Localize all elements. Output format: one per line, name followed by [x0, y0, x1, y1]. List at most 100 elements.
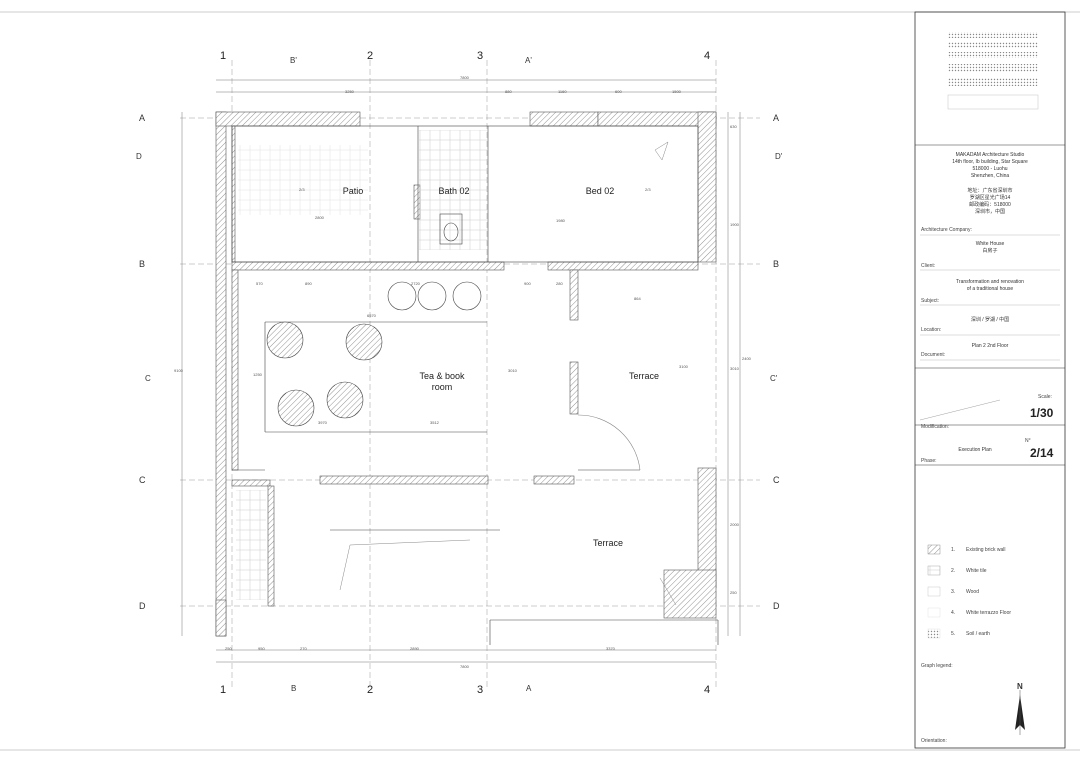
- grid-letter-b-right: B: [773, 259, 780, 269]
- grid-number-1-top: 1: [220, 50, 227, 62]
- legend-swatches: [927, 544, 941, 639]
- room-label-patio: Patio: [342, 186, 364, 196]
- legend-num-1: 1.: [951, 547, 956, 553]
- dim-bottom-seg4: 2890: [410, 646, 419, 651]
- legend-label: Graph legend:: [921, 663, 953, 669]
- bath-tiles: [418, 130, 488, 250]
- client-label: Client:: [921, 263, 936, 269]
- studio-cn-line4: 深圳市，中国: [974, 209, 1005, 215]
- dim-r4: 900: [524, 281, 531, 286]
- legend-num-2: 2.: [951, 568, 956, 574]
- grid-number-3-top: 3: [477, 50, 484, 62]
- title-block-frame: [914, 11, 1066, 749]
- legend-num-3: 3.: [951, 589, 956, 595]
- dim-top-seg5: 1500: [672, 89, 681, 94]
- north-arrow-icon: [1015, 690, 1025, 735]
- legend-num-4: 4.: [951, 610, 956, 616]
- grid-number-1-bottom: 1: [220, 684, 227, 696]
- dim-top-seg3: 1160: [558, 89, 567, 94]
- room-label-terrace-lower: Terrace: [592, 538, 623, 548]
- legend-text-1: Existing brick wall: [966, 547, 1006, 553]
- studio-cn-line3: 邮政编码：518000: [969, 202, 1011, 208]
- subject-label: Subject:: [921, 298, 940, 304]
- modification-label: Modification:: [921, 424, 950, 430]
- tea-room-furniture: [266, 281, 482, 427]
- room-label-tea-line2: room: [431, 382, 453, 392]
- grid-letter-c-left: C: [139, 475, 146, 485]
- dim-left-tea-h: 1250: [253, 372, 262, 377]
- phase-label: Phase:: [921, 458, 937, 464]
- section-marker-d-left: D: [136, 152, 142, 161]
- dim-tea-h: 3010: [508, 368, 517, 373]
- dim-right-1: 630: [730, 124, 737, 129]
- scale-value: 1/30: [1030, 406, 1054, 420]
- subject-value: Transformation and renovation of a tradi…: [925, 279, 1055, 293]
- dim-patio-h: 2/3: [299, 187, 305, 192]
- stairs: [339, 141, 677, 606]
- sheet-number: 2/14: [1030, 446, 1054, 460]
- client-value-line1: White House: [975, 241, 1005, 247]
- location-label: Location:: [921, 327, 942, 333]
- dim-right-2: 1900: [730, 222, 739, 227]
- studio-address: MAKADAM Architecture Studio 14th floor, …: [925, 152, 1055, 180]
- section-marker-a-bottom: A: [526, 684, 532, 693]
- dim-top-seg1: 3250: [345, 89, 354, 94]
- walls: [215, 111, 717, 637]
- dim-tea-w: 6570: [367, 313, 376, 318]
- location-value: 深圳 / 罗湖 / 中国: [970, 317, 1010, 323]
- orientation-label: Orientation:: [921, 738, 947, 744]
- number-label: N°: [1025, 438, 1031, 444]
- dim-r3: 2720: [411, 281, 420, 286]
- bath-fixtures: [439, 213, 463, 245]
- studio-cn-line1: 地址：广东省深圳市: [967, 188, 1013, 194]
- dim-bottom-total: 7800: [460, 664, 469, 669]
- dim-tea-b1: 3970: [318, 420, 327, 425]
- dim-right-6: 250: [730, 590, 737, 595]
- legend-text-4: White terrazzo Floor: [966, 610, 1012, 616]
- dim-patio-w: 2800: [315, 215, 324, 220]
- studio-cn-line2: 罗湖区星光广场14: [969, 195, 1011, 201]
- dim-bottom-seg1: 250: [225, 646, 232, 651]
- dim-bed-h: 2/3: [645, 187, 651, 192]
- document-label: Document:: [921, 352, 946, 358]
- grid-number-4-bottom: 4: [704, 684, 711, 696]
- studio-logo: [947, 32, 1039, 110]
- section-marker-a-top: A': [525, 56, 532, 65]
- grid-letter-c-right: C: [773, 475, 780, 485]
- legend-text-5: Soil / earth: [966, 631, 990, 637]
- room-label-tea-line1: Tea & book: [419, 371, 465, 381]
- grid-letter-d-right: D: [773, 601, 780, 611]
- grid-letter-a-left: A: [139, 113, 146, 123]
- studio-address-line1: 14th floor, Ib building, Star Square: [952, 159, 1028, 165]
- dim-right-4: 2400: [742, 356, 751, 361]
- dim-r1: 570: [256, 281, 263, 286]
- patio-tiles: [238, 145, 368, 215]
- dim-left-total: 9100: [174, 368, 183, 373]
- section-marker-b-bottom: B: [291, 684, 297, 693]
- dim-r5: 280: [556, 281, 563, 286]
- legend-text-2: White tile: [966, 568, 987, 574]
- client-value: White House 白房子: [925, 241, 1055, 255]
- subject-line1: Transformation and renovation: [956, 279, 1024, 285]
- studio-name: MAKADAM Architecture Studio: [955, 152, 1025, 158]
- client-value-line2: 白房子: [982, 248, 998, 254]
- room-label-terrace-upper: Terrace: [628, 371, 659, 381]
- section-marker-c-left: C: [145, 374, 151, 383]
- section-marker-b-top: B': [290, 56, 297, 65]
- dim-top-seg2: 880: [505, 89, 512, 94]
- section-marker-c-right: C': [770, 374, 778, 383]
- dim-r6: 864: [634, 296, 641, 301]
- dim-r2: 890: [305, 281, 312, 286]
- grid-number-4-top: 4: [704, 50, 711, 62]
- studio-address-line2: 518000 - Luohu: [972, 166, 1008, 172]
- dim-top-seg4: 600: [615, 89, 622, 94]
- architecture-company-label: Architecture Company:: [921, 227, 972, 233]
- room-label-bed: Bed 02: [585, 186, 615, 196]
- legend-text-3: Wood: [966, 589, 979, 595]
- dim-bottom-seg2: 950: [258, 646, 265, 651]
- dim-bed-w: 1980: [556, 218, 565, 223]
- dim-top-total: 7800: [460, 75, 469, 80]
- stair-tiles: [236, 490, 266, 600]
- subject-line2: of a traditional house: [966, 286, 1014, 292]
